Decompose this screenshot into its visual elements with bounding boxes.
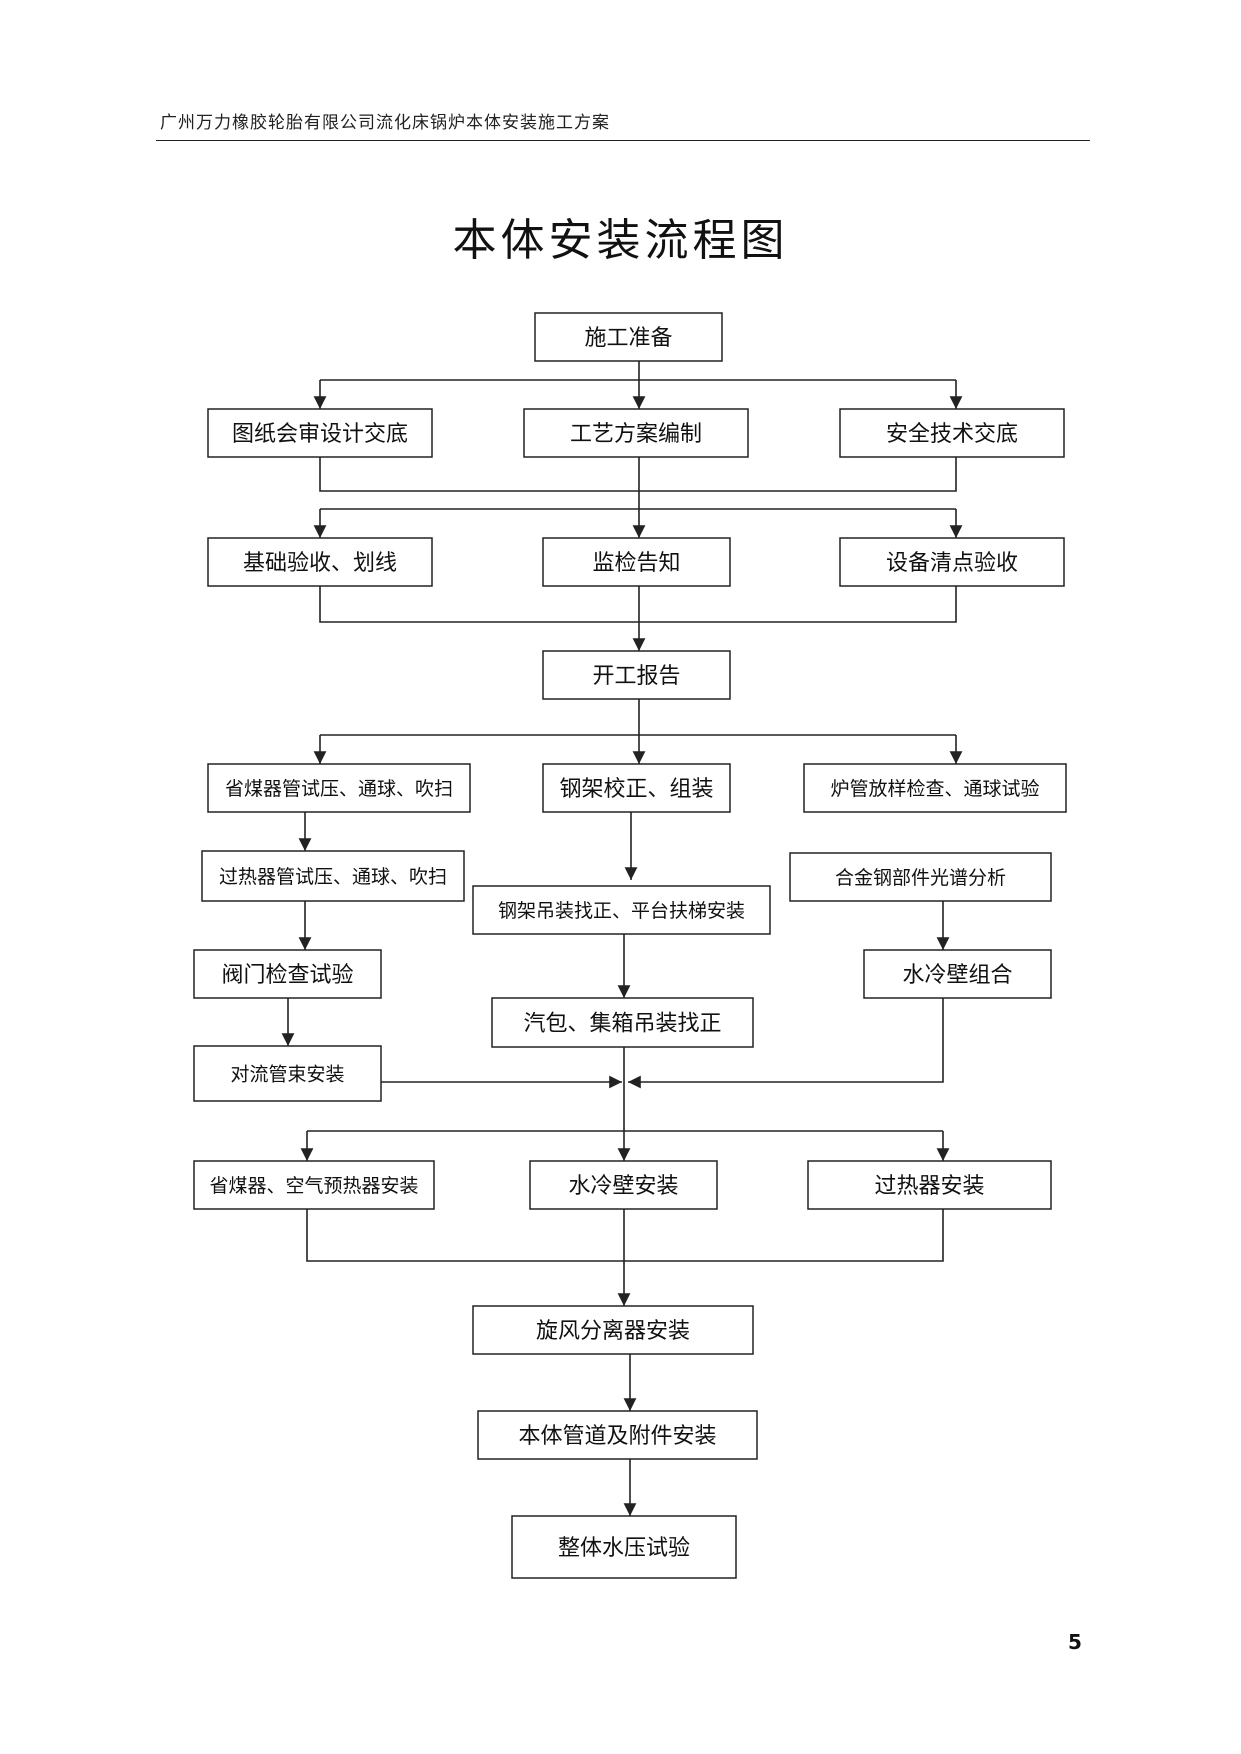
flow-node-box	[477, 1410, 758, 1460]
flow-node-alloy-analysis: 合金钢部件光谱分析	[789, 852, 1052, 902]
flow-node-drawing-review: 图纸会审设计交底	[207, 408, 433, 458]
flow-node-valve-test: 阀门检查试验	[193, 949, 382, 999]
flow-node-waterwall-install: 水冷壁安装	[529, 1160, 718, 1210]
flow-node-equipment-check: 设备清点验收	[839, 537, 1065, 587]
flow-node-box	[491, 997, 754, 1048]
flow-node-box	[807, 1160, 1052, 1210]
flow-node-economizer-test: 省煤器管试压、通球、吹扫	[207, 763, 471, 813]
flow-node-inspection-notice: 监检告知	[542, 537, 731, 587]
flow-node-box	[542, 650, 731, 700]
flow-node-label: 水冷壁安装	[568, 1174, 678, 1199]
flow-node-box	[542, 537, 731, 587]
flow-node-box	[472, 885, 771, 935]
flow-node-label: 水冷壁组合	[902, 963, 1012, 988]
flow-node-label: 省煤器、空气预热器安装	[209, 1175, 418, 1197]
flow-node-label: 基础验收、划线	[243, 551, 397, 576]
flowchart-connectors	[281, 361, 963, 1516]
flow-node-steel-frame-hoist: 钢架吊装找正、平台扶梯安装	[472, 885, 771, 935]
flow-node-hydro-test: 整体水压试验	[511, 1515, 737, 1579]
flow-node-label: 旋风分离器安装	[536, 1319, 690, 1344]
flow-node-prep: 施工准备	[534, 312, 723, 362]
flow-node-label: 过热器安装	[874, 1174, 984, 1199]
flow-node-box	[207, 537, 433, 587]
flow-node-steel-frame-correct: 钢架校正、组装	[542, 763, 731, 813]
flow-node-box	[839, 537, 1065, 587]
flow-node-box	[193, 1045, 382, 1102]
flow-node-label: 开工报告	[592, 664, 680, 689]
page-title: 本体安装流程图	[452, 215, 789, 266]
flow-node-label: 省煤器管试压、通球、吹扫	[225, 778, 453, 800]
flow-node-furnace-tube-check: 炉管放样检查、通球试验	[803, 763, 1067, 813]
flow-node-box	[839, 408, 1065, 458]
flow-node-label: 设备清点验收	[886, 551, 1018, 576]
flow-node-safety-brief: 安全技术交底	[839, 408, 1065, 458]
flow-node-label: 监检告知	[592, 551, 680, 576]
document-header: 广州万力橡胶轮胎有限公司流化床锅炉本体安装施工方案	[160, 113, 610, 133]
flow-node-foundation: 基础验收、划线	[207, 537, 433, 587]
flow-node-label: 炉管放样检查、通球试验	[830, 778, 1039, 800]
flow-node-box	[789, 852, 1052, 902]
header-rule	[156, 140, 1090, 141]
flow-node-label: 工艺方案编制	[570, 422, 702, 447]
connector-28	[306, 1209, 944, 1262]
flow-node-label: 钢架校正、组装	[559, 777, 713, 802]
flow-node-waterwall-assembly: 水冷壁组合	[863, 949, 1052, 999]
connector-23	[628, 998, 944, 1089]
flow-node-box	[207, 763, 471, 813]
flow-node-label: 对流管束安装	[230, 1063, 344, 1085]
flow-node-process-plan: 工艺方案编制	[523, 408, 749, 458]
flow-node-start-report: 开工报告	[542, 650, 731, 700]
connector-10	[319, 586, 957, 623]
flow-node-box	[863, 949, 1052, 999]
flow-node-economizer-install: 省煤器、空气预热器安装	[193, 1160, 435, 1210]
flow-node-cyclone: 旋风分离器安装	[472, 1305, 754, 1355]
flow-node-convection-bank: 对流管束安装	[193, 1045, 382, 1102]
flow-node-box	[472, 1305, 754, 1355]
connector-5	[319, 457, 957, 492]
flow-node-box	[803, 763, 1067, 813]
flow-node-label: 整体水压试验	[558, 1536, 690, 1561]
flow-node-superheater-test: 过热器管试压、通球、吹扫	[201, 850, 465, 902]
flow-node-piping: 本体管道及附件安装	[477, 1410, 758, 1460]
flow-node-box	[534, 312, 723, 362]
flow-node-box	[201, 850, 465, 902]
flow-node-box	[529, 1160, 718, 1210]
flow-node-label: 本体管道及附件安装	[518, 1424, 716, 1449]
flow-node-box	[193, 1160, 435, 1210]
flow-node-label: 合金钢部件光谱分析	[835, 867, 1006, 889]
flow-node-superheater-install: 过热器安装	[807, 1160, 1052, 1210]
flow-node-label: 施工准备	[584, 326, 672, 351]
flow-node-label: 过热器管试压、通球、吹扫	[219, 866, 447, 888]
flow-node-label: 汽包、集箱吊装找正	[523, 1011, 721, 1036]
flow-node-box	[511, 1515, 737, 1579]
flow-node-label: 钢架吊装找正、平台扶梯安装	[498, 900, 745, 922]
page-number: 5	[1068, 1630, 1082, 1654]
flow-node-box	[523, 408, 749, 458]
flow-node-label: 图纸会审设计交底	[232, 422, 408, 447]
flow-node-label: 安全技术交底	[886, 422, 1018, 447]
flow-node-label: 阀门检查试验	[221, 963, 353, 988]
flow-node-box	[207, 408, 433, 458]
flow-node-box	[193, 949, 382, 999]
flow-node-drum-header: 汽包、集箱吊装找正	[491, 997, 754, 1048]
flow-node-box	[542, 763, 731, 813]
